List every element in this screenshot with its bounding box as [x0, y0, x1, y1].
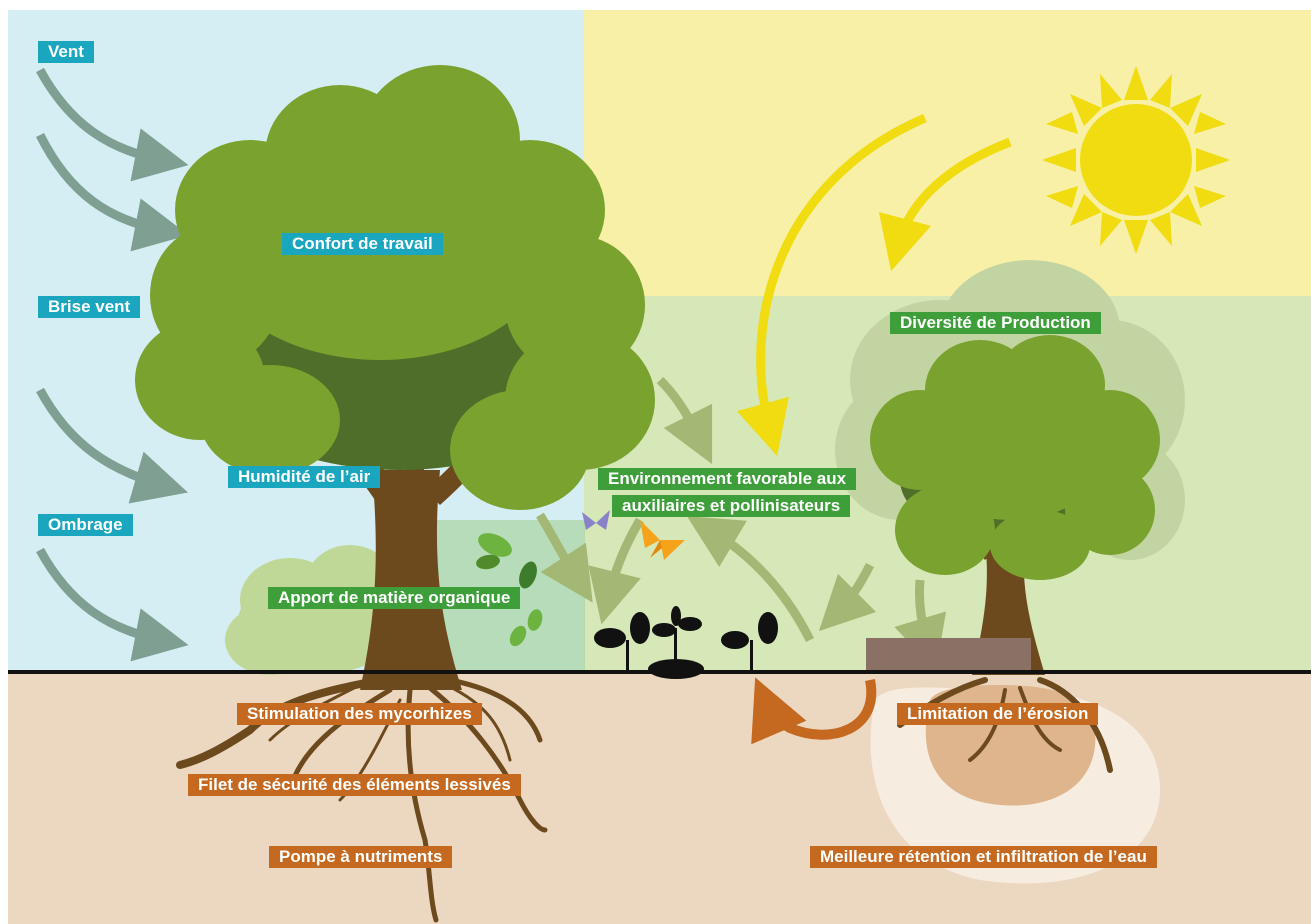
label-confort-travail: Confort de travail: [282, 233, 443, 255]
label-meilleure-retention: Meilleure rétention et infiltration de l…: [810, 846, 1157, 868]
erosion-block: [866, 638, 1031, 672]
ground-line: [8, 670, 1311, 674]
sun-icon: [1042, 66, 1230, 254]
sun-arrow-long: [736, 113, 927, 457]
wind-arrow-4: [36, 547, 189, 662]
butterfly-icon: [582, 510, 685, 560]
label-diversite-production: Diversité de Production: [890, 312, 1101, 334]
big-tree-roots: [176, 676, 548, 923]
label-filet-securite: Filet de sécurité des éléments lessivés: [188, 774, 521, 796]
benefit-arrow-left-2: [588, 517, 644, 625]
erosion-arrow: [751, 677, 877, 745]
label-environnement-line2: auxiliaires et pollinisateurs: [612, 495, 851, 517]
benefit-arrow-right-2: [818, 562, 877, 632]
label-vent: Vent: [38, 41, 94, 63]
small-tree-canopy: [870, 335, 1160, 580]
benefit-arrow-canopy: [656, 376, 713, 465]
label-brise-vent: Brise vent: [38, 296, 141, 318]
label-environnement-line1: Environnement favorable aux: [598, 468, 857, 490]
label-stimulation-mycorhizes: Stimulation des mycorhizes: [237, 703, 482, 725]
label-humidite-air: Humidité de l’air: [228, 466, 381, 488]
label-limitation-erosion: Limitation de l’érosion: [897, 703, 1099, 725]
wind-arrow-2: [35, 132, 189, 252]
label-ombrage: Ombrage: [38, 514, 133, 536]
sun-arrow-short: [878, 137, 1012, 272]
benefit-arrow-left-1: [536, 512, 593, 603]
label-apport-matiere: Apport de matière organique: [268, 587, 521, 609]
wind-arrow-3: [36, 387, 188, 504]
leaf-icon: [476, 533, 543, 647]
benefit-arrow-right-1: [686, 516, 815, 643]
wind-arrow-1: [36, 67, 189, 182]
big-tree-canopy: [135, 65, 655, 510]
label-pompe-nutriments: Pompe à nutriments: [269, 846, 453, 868]
